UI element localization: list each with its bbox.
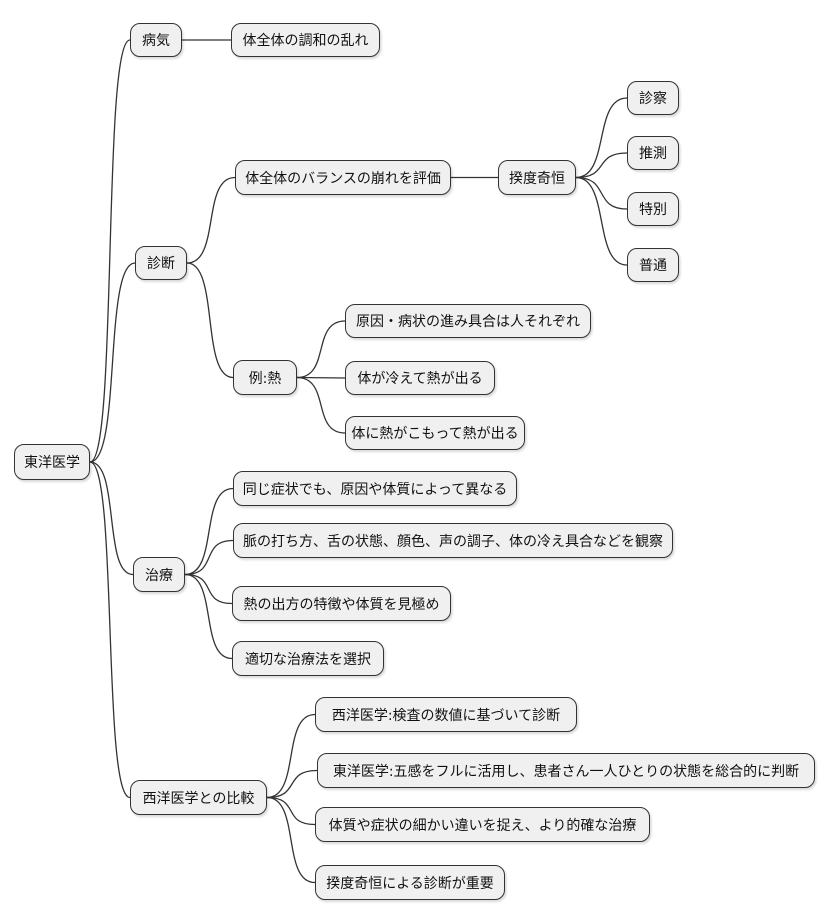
- edge-hikaku-h1: [266, 713, 316, 799]
- edge-rei-r3: [296, 376, 346, 434]
- mindmap-node-r3: 体に熱がこもって熱が出る: [345, 416, 525, 450]
- edge-root-chiryo: [89, 461, 134, 576]
- edge-root-byoki: [89, 39, 131, 463]
- mindmap-node-byoki1: 体全体の調和の乱れ: [231, 23, 380, 57]
- mindmap-node-r2: 体が冷えて熱が出る: [345, 361, 495, 395]
- edge-chiryo-c3: [184, 573, 233, 605]
- edge-kitaku-s4: [575, 176, 628, 266]
- edge-chiryo-c1: [184, 487, 234, 576]
- mindmap-node-h1: 西洋医学:検査の数値に基づいて診断: [315, 697, 577, 732]
- edge-root-hikaku: [89, 461, 131, 799]
- edge-root-shindan: [89, 262, 136, 463]
- mindmap-node-root: 東洋医学: [14, 444, 90, 480]
- edge-shindan-rei: [186, 262, 234, 379]
- mindmap-node-shindan: 診断: [135, 246, 187, 280]
- edge-hikaku-h2: [266, 769, 318, 799]
- mindmap-node-s2: 推測: [627, 136, 679, 170]
- edge-hikaku-h4: [266, 796, 316, 884]
- edge-chiryo-c4: [184, 573, 233, 660]
- mindmap-node-byoki: 病気: [130, 23, 182, 57]
- mindmap-node-s3: 特別: [627, 192, 679, 226]
- edge-rei-r1: [296, 320, 346, 379]
- mindmap-node-c1: 同じ症状でも、原因や体質によって異なる: [233, 471, 517, 506]
- edge-rei-r2: [296, 376, 346, 379]
- mindmap-node-h4: 揆度奇恒による診断が重要: [315, 865, 505, 900]
- mindmap-node-h3: 体質や症状の細かい違いを捉え、より的確な治療: [315, 807, 650, 842]
- mindmap-node-c2: 脈の打ち方、舌の状態、顔色、声の調子、体の冷え具合などを観察: [233, 523, 673, 558]
- edge-kitaku-s2: [575, 152, 628, 179]
- mindmap-node-c3: 熱の出方の特徴や体質を見極め: [232, 586, 451, 621]
- edge-kitaku-s1: [575, 97, 628, 179]
- mindmap-node-r1: 原因・病状の進み具合は人それぞれ: [345, 304, 591, 338]
- mindmap-node-chiryo: 治療: [133, 557, 185, 592]
- edge-kitaku-s3: [575, 176, 628, 210]
- edge-chiryo-c2: [184, 539, 234, 576]
- mindmap-node-c4: 適切な治療法を選択: [232, 641, 384, 676]
- mindmap-node-shindan1: 体全体のバランスの崩れを評価: [235, 160, 451, 195]
- mindmap-node-h2: 東洋医学:五感をフルに活用し、患者さん一人ひとりの状態を総合的に判断: [317, 753, 815, 788]
- mindmap-node-s4: 普通: [627, 248, 679, 282]
- mindmap-node-kitaku: 揆度奇恒: [498, 160, 576, 195]
- edge-hikaku-h3: [266, 796, 316, 826]
- mindmap-node-hikaku: 西洋医学との比較: [130, 780, 267, 815]
- mindmap-node-rei: 例:熱: [233, 360, 297, 395]
- mindmap-node-s1: 診察: [627, 81, 679, 115]
- edge-shindan-shindan1: [186, 176, 236, 264]
